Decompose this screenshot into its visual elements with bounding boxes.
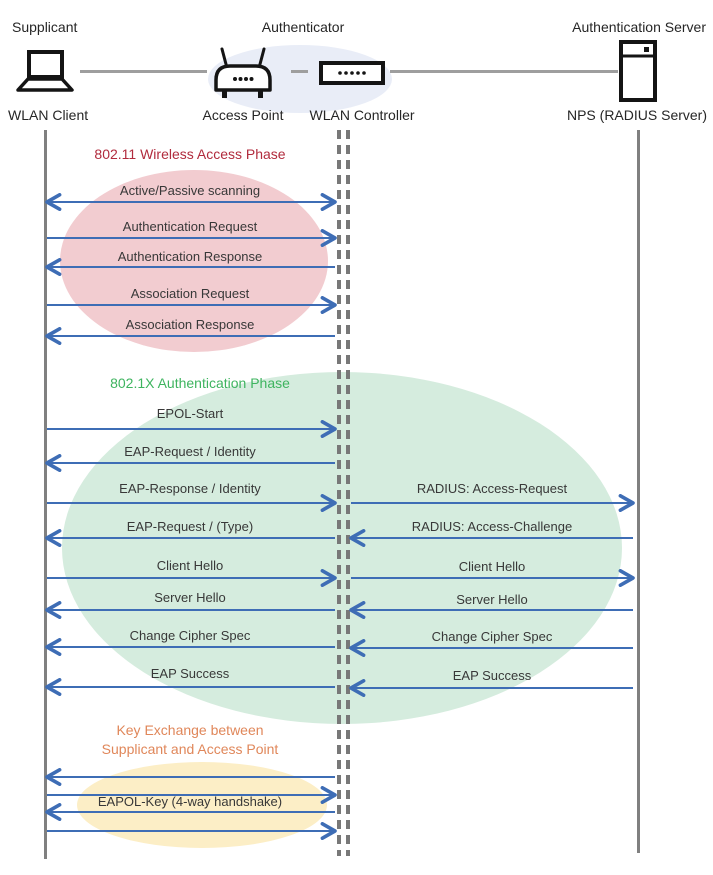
message-label: EAPOL-Key (4-way handshake) [97, 794, 283, 809]
message-label: Change Cipher Spec [129, 628, 251, 643]
node-label-nps-radius-server: NPS (RADIUS Server) [566, 107, 708, 123]
node-label-access-point: Access Point [202, 107, 284, 123]
connector-line [390, 70, 618, 73]
role-label-authenticator: Authenticator [261, 19, 345, 35]
phase-ellipse-2 [62, 372, 622, 724]
lifeline-supplicant [44, 130, 47, 859]
message-label: EAP Success [150, 666, 230, 681]
message-label: EAP-Response / Identity [119, 481, 261, 496]
message-label: Association Response [125, 317, 255, 332]
connector-line [80, 70, 207, 73]
access-point-icon [211, 46, 275, 102]
message-label: Authentication Response [117, 249, 263, 264]
phase-title-2: 802.1X Authentication Phase [110, 375, 290, 391]
message-label: Association Request [130, 286, 250, 301]
message-label: Server Hello [154, 590, 226, 605]
node-label-wlan-client: WLAN Client [8, 107, 89, 123]
role-label-supplicant: Supplicant [12, 19, 78, 35]
message-label: Change Cipher Spec [431, 629, 553, 644]
lifeline-authentication-server [637, 130, 640, 853]
wlan-controller-icon [319, 61, 385, 85]
lifeline-wlan-controller [346, 130, 350, 856]
server-icon [618, 40, 658, 102]
connector-line [291, 70, 308, 73]
phase-title-3: Key Exchange between Supplicant and Acce… [58, 721, 322, 759]
message-label: Server Hello [456, 592, 528, 607]
message-label: EAP Success [452, 668, 532, 683]
message-label: Authentication Request [122, 219, 258, 234]
phase-title-3-line2: Supplicant and Access Point [101, 741, 279, 757]
message-label: RADIUS: Access-Request [416, 481, 568, 496]
message-label: EAP-Request / (Type) [126, 519, 254, 534]
laptop-icon [15, 50, 75, 94]
lifeline-access-point [337, 130, 341, 856]
message-label: EAP-Request / Identity [124, 444, 256, 459]
node-label-wlan-controller: WLAN Controller [309, 107, 415, 123]
message-label: EPOL-Start [156, 406, 224, 421]
message-label: Client Hello [458, 559, 526, 574]
message-label: Active/Passive scanning [119, 183, 261, 198]
message-label: Client Hello [156, 558, 224, 573]
phase-title-1: 802.11 Wireless Access Phase [94, 146, 286, 162]
role-label-authentication-server: Authentication Server [572, 19, 706, 35]
phase-title-3-line1: Key Exchange between [116, 722, 264, 738]
message-label: RADIUS: Access-Challenge [411, 519, 573, 534]
